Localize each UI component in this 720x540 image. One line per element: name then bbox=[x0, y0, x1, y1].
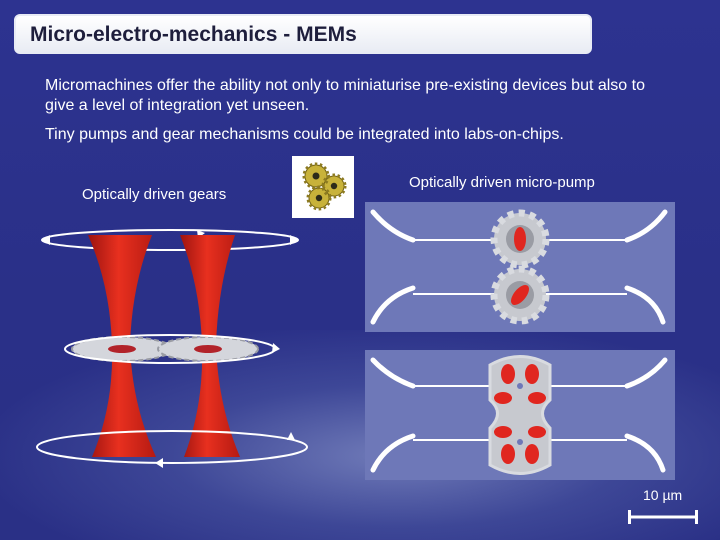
scale-bar bbox=[628, 510, 698, 524]
rotation-arrow-icon bbox=[41, 229, 299, 251]
gear-icon bbox=[490, 209, 550, 325]
title-box: Micro-electro-mechanics - MEMs bbox=[14, 14, 592, 54]
gold-gears-icon bbox=[292, 156, 354, 218]
paragraph-labs-on-chips: Tiny pumps and gear mechanisms could be … bbox=[45, 126, 564, 143]
paragraph-integration: Micromachines offer the ability not only… bbox=[45, 77, 645, 114]
micro-pump-gears-panel bbox=[365, 202, 675, 332]
rotation-arrow-icon bbox=[36, 430, 308, 468]
caption-gears: Optically driven gears bbox=[82, 186, 227, 203]
slide-title: Micro-electro-mechanics - MEMs bbox=[30, 23, 357, 46]
scale-bar-label: 10 µm bbox=[643, 487, 683, 503]
gears-laser-diagram bbox=[30, 225, 330, 475]
micro-pump-lobe-panel bbox=[365, 350, 675, 480]
rotation-arrow-icon bbox=[64, 334, 280, 364]
gear-icon bbox=[488, 355, 552, 475]
flow-arrow-icon bbox=[370, 357, 668, 473]
caption-pump: Optically driven micro-pump bbox=[409, 174, 595, 191]
flow-arrow-icon bbox=[370, 209, 668, 325]
gear-icon bbox=[71, 336, 259, 362]
